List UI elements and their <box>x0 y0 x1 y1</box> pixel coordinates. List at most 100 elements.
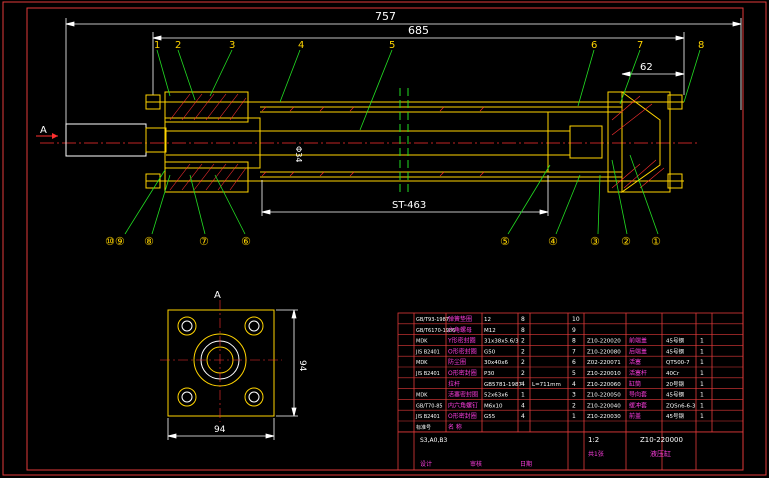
bom-left-std: GB/T70-85 <box>416 403 443 409</box>
bom-right-material: 45号钢 <box>666 337 684 345</box>
bom-left-std: MDK <box>416 393 428 399</box>
bom-left-qty: 4 <box>521 402 525 409</box>
balloon-br-3: ③ <box>590 235 600 248</box>
bom-right-qty: 1 <box>700 381 704 388</box>
bom-right-qty: 1 <box>700 359 704 366</box>
bom-left-std: JIS B2401 <box>415 371 440 377</box>
section-label-a: A <box>40 125 47 136</box>
bom-left-name: 防尘圈 <box>448 358 466 366</box>
bom-right-no: 9 <box>572 327 576 334</box>
bom-right-code: Z10-220020 <box>587 339 621 345</box>
bom-row-lines <box>398 323 743 433</box>
bom-right-name: 前端盖 <box>629 337 647 345</box>
bom-left-name: O形密封圈 <box>448 369 477 377</box>
bom-right-name: 后端盖 <box>629 347 647 355</box>
balloon-br-2: ② <box>621 235 631 248</box>
bom-left-std: JIS B2401 <box>415 414 440 420</box>
bom-left-name: 活塞密封圈 <box>448 391 478 399</box>
balloon-br-5: ⑤ <box>500 235 510 248</box>
dim-overall-length: 757 <box>375 10 396 23</box>
bom-right-material: 45号钢 <box>666 412 684 420</box>
bom-right-no: 7 <box>572 348 576 355</box>
bom-left-qty: 8 <box>521 316 525 323</box>
bom-right-name: 缓冲套 <box>629 401 647 409</box>
bom-left-spec: G50 <box>484 349 496 355</box>
bom-left-spec: 12 <box>484 317 491 323</box>
balloon-2: 2 <box>175 40 181 51</box>
bom-left-spec: M12 <box>484 328 496 334</box>
bom-left-std: MDK <box>416 339 428 345</box>
bom-right-name: 缸筒 <box>629 380 641 388</box>
title-drawing-no: Z10-220000 <box>640 436 683 444</box>
bom-left-qty: 2 <box>521 370 525 377</box>
bom-left-name: 六角螺母 <box>448 326 472 334</box>
balloon-leaders-bottom <box>124 154 659 235</box>
bom-left-std: JIS B2401 <box>415 349 440 355</box>
end-view <box>167 309 275 417</box>
bom-right-material: 40Cr <box>666 371 680 377</box>
bom-left-qty: 2 <box>521 348 525 355</box>
balloon-leaders-top <box>156 49 701 131</box>
bom-left-qty: 4 <box>521 413 525 420</box>
bom-right-material: 45号钢 <box>666 391 684 399</box>
title-scale: 1:2 <box>588 436 599 444</box>
bom-left-name: 名 称 <box>448 423 462 431</box>
balloon-7: 7 <box>637 40 643 51</box>
bom-left-std: GB/T6170-1986 <box>416 328 455 334</box>
bom-left-std: GB/T93-1987 <box>416 317 449 323</box>
end-view-dimensions <box>167 309 298 440</box>
balloon-3: 3 <box>229 40 235 51</box>
bom-right-qty: 1 <box>700 413 704 420</box>
bom-right-no: 10 <box>572 316 580 323</box>
cylinder-assembly <box>65 88 684 196</box>
bom-left-std: 标准号 <box>416 424 431 431</box>
bom-left-qty: 2 <box>521 338 525 345</box>
title-designer-label: 设计 <box>420 460 432 468</box>
bom-right-qty: 1 <box>700 338 704 345</box>
title-checker-label: 审核 <box>470 460 482 468</box>
bom-left-name: O形密封圈 <box>448 412 477 420</box>
bom-right-code: Z10-220050 <box>587 393 621 399</box>
bom-right-code: Z10-220060 <box>587 382 621 388</box>
balloon-5: 5 <box>389 40 395 51</box>
bom-right-no: 3 <box>572 392 576 399</box>
bom-right-no: 8 <box>572 338 576 345</box>
bom-right-no: 2 <box>572 402 576 409</box>
balloon-10-9: ⑩⑨ <box>105 235 125 248</box>
bom-left-name: 弹簧垫圈 <box>448 315 472 323</box>
balloon-br-4: ④ <box>548 235 558 248</box>
balloon-1: 1 <box>154 40 160 51</box>
bom-left-spec: 52x63x6 <box>484 393 509 399</box>
bom-right-name: 活塞 <box>629 358 641 366</box>
balloon-4: 4 <box>298 40 304 51</box>
bom-left-spec: GB5781-1987 <box>484 382 523 388</box>
bom-right-material: 20号钢 <box>666 380 684 388</box>
bom-left-name: O形密封圈 <box>448 347 477 355</box>
end-view-label-a: A <box>214 290 221 301</box>
dim-square-height: 94 <box>297 360 307 372</box>
bom-left-spec: G55 <box>484 414 496 420</box>
balloon-bl-6: ⑥ <box>241 235 251 248</box>
bom-right-qty: 1 <box>700 348 704 355</box>
bom-right-name: 导向套 <box>629 391 647 399</box>
title-name: 液压缸 <box>650 449 671 458</box>
bom-right-qty: 1 <box>700 402 704 409</box>
bom-left-qty: 4 <box>521 381 525 388</box>
bom-left-spec: P30 <box>484 371 495 377</box>
title-mark: S3,A0,B3 <box>420 437 447 444</box>
bom-left-spec: M6x10 <box>484 403 503 409</box>
bom-right-material: ZQSn6-6-3 <box>666 403 696 409</box>
dim-square-width: 94 <box>214 425 226 435</box>
balloon-6: 6 <box>591 40 597 51</box>
section-hatching <box>169 93 665 191</box>
bom-left-std: MDK <box>416 360 428 366</box>
bom-right-no: 4 <box>572 381 576 388</box>
bom-right-code: Z10-220010 <box>587 371 621 377</box>
section-arrow-head <box>52 133 58 139</box>
bom-left-qty: 2 <box>521 359 525 366</box>
bom-right-material: 45号钢 <box>666 347 684 355</box>
bom-right-no: 1 <box>572 413 576 420</box>
